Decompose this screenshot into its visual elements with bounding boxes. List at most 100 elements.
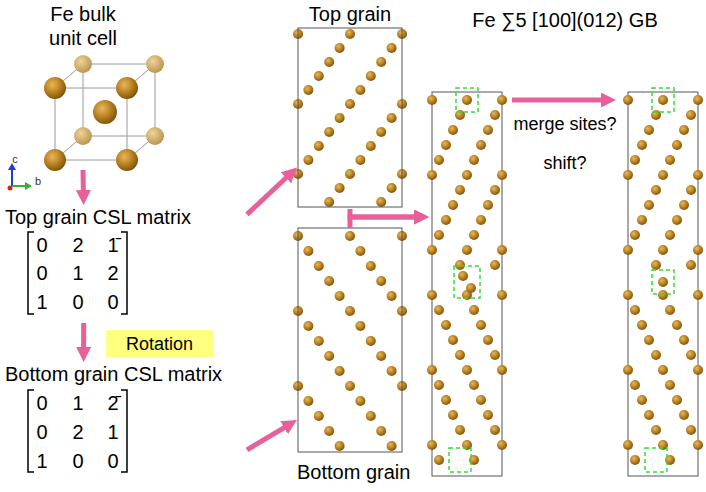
atom bbox=[623, 95, 633, 105]
atom bbox=[434, 380, 444, 390]
atom bbox=[679, 410, 689, 420]
atom bbox=[355, 155, 365, 165]
gb-cell-outline bbox=[432, 92, 698, 476]
atom bbox=[466, 283, 476, 293]
atom bbox=[441, 320, 451, 330]
atom bbox=[630, 230, 640, 240]
atom bbox=[324, 276, 334, 286]
step-label: shift? bbox=[506, 152, 624, 174]
atom bbox=[345, 29, 355, 39]
matrix-entry: 1 bbox=[67, 261, 89, 285]
flow-arrow bbox=[350, 217, 420, 228]
atom bbox=[314, 141, 324, 151]
atom bbox=[469, 380, 479, 390]
atom bbox=[637, 395, 647, 405]
atom bbox=[672, 395, 682, 405]
axis-label: c bbox=[12, 152, 18, 167]
atom bbox=[644, 200, 654, 210]
atom bbox=[345, 231, 355, 241]
atom bbox=[665, 230, 675, 240]
matrix-entry: 0 bbox=[36, 261, 47, 285]
atom bbox=[458, 271, 468, 281]
atom bbox=[303, 155, 313, 165]
matrix-entry: 0 bbox=[67, 290, 89, 314]
atom bbox=[686, 425, 696, 435]
flow-arrow bbox=[81, 323, 86, 353]
atom bbox=[483, 335, 493, 345]
atom bbox=[497, 170, 507, 180]
atom bbox=[672, 215, 682, 225]
unit-cell-panel: Fe bulk unit cell bbox=[32, 2, 134, 170]
atom bbox=[345, 306, 355, 316]
matrix-entry: 2̄ bbox=[107, 391, 118, 415]
axes-symbol bbox=[8, 163, 33, 191]
atom bbox=[651, 260, 661, 270]
atom bbox=[623, 245, 633, 255]
atom bbox=[679, 335, 689, 345]
atom bbox=[335, 43, 345, 53]
matrix-entry: 0 bbox=[107, 290, 118, 314]
step-label: shift? bbox=[541, 152, 588, 174]
atom bbox=[693, 440, 703, 450]
atom bbox=[623, 365, 633, 375]
matrix-entry: 1 bbox=[31, 449, 53, 473]
atom bbox=[630, 455, 640, 465]
atom bbox=[469, 230, 479, 240]
atom bbox=[469, 305, 479, 315]
matrix-entry: 0 bbox=[36, 233, 47, 257]
atom bbox=[462, 365, 472, 375]
atom bbox=[366, 71, 376, 81]
atom bbox=[462, 95, 472, 105]
atom bbox=[314, 261, 324, 271]
atom bbox=[448, 125, 458, 135]
atom bbox=[686, 350, 696, 360]
axis-label: b bbox=[32, 171, 44, 189]
matrix-entry: 2 bbox=[72, 233, 83, 257]
matrix-entry: 0 bbox=[36, 391, 47, 415]
atom bbox=[462, 170, 472, 180]
atom bbox=[387, 183, 397, 193]
atom bbox=[476, 215, 486, 225]
atom bbox=[497, 365, 507, 375]
atom bbox=[651, 425, 661, 435]
atom bbox=[476, 395, 486, 405]
atom bbox=[455, 350, 465, 360]
atom bbox=[644, 335, 654, 345]
atom bbox=[490, 425, 500, 435]
atom bbox=[355, 321, 365, 331]
atom bbox=[387, 113, 397, 123]
matrix-entry: 2 bbox=[102, 261, 124, 285]
matrix-entry: 1 bbox=[36, 290, 47, 314]
axis-label: c bbox=[9, 149, 21, 167]
atom bbox=[497, 95, 507, 105]
matrix-entry: 0 bbox=[31, 233, 53, 257]
atom bbox=[623, 170, 633, 180]
atom bbox=[355, 246, 365, 256]
atom bbox=[462, 245, 472, 255]
matrix-entry: 0 bbox=[107, 449, 118, 473]
flow-arrow bbox=[247, 425, 289, 450]
atom bbox=[376, 57, 386, 67]
atom bbox=[366, 141, 376, 151]
atom-lattice bbox=[293, 28, 703, 465]
atom bbox=[366, 411, 376, 421]
atom bbox=[434, 305, 444, 315]
matrix-entry: 2̄ bbox=[102, 391, 124, 415]
gb-panel: Fe ∑5 [100](012) GB bbox=[429, 8, 701, 480]
matrix-entry: 1 bbox=[67, 391, 89, 415]
atom bbox=[303, 321, 313, 331]
node-text: Rotation bbox=[106, 333, 213, 355]
atom bbox=[490, 350, 500, 360]
node-text: Top grain CSL matrix bbox=[5, 205, 247, 229]
atom bbox=[469, 155, 479, 165]
atom bbox=[427, 170, 437, 180]
atom bbox=[314, 71, 324, 81]
flow-arrow bbox=[247, 174, 290, 215]
atom bbox=[490, 185, 500, 195]
atom bbox=[693, 170, 703, 180]
atom bbox=[345, 99, 355, 109]
atom bbox=[441, 215, 451, 225]
atom bbox=[630, 380, 640, 390]
unit-cell bbox=[55, 64, 155, 160]
atom bbox=[455, 185, 465, 195]
